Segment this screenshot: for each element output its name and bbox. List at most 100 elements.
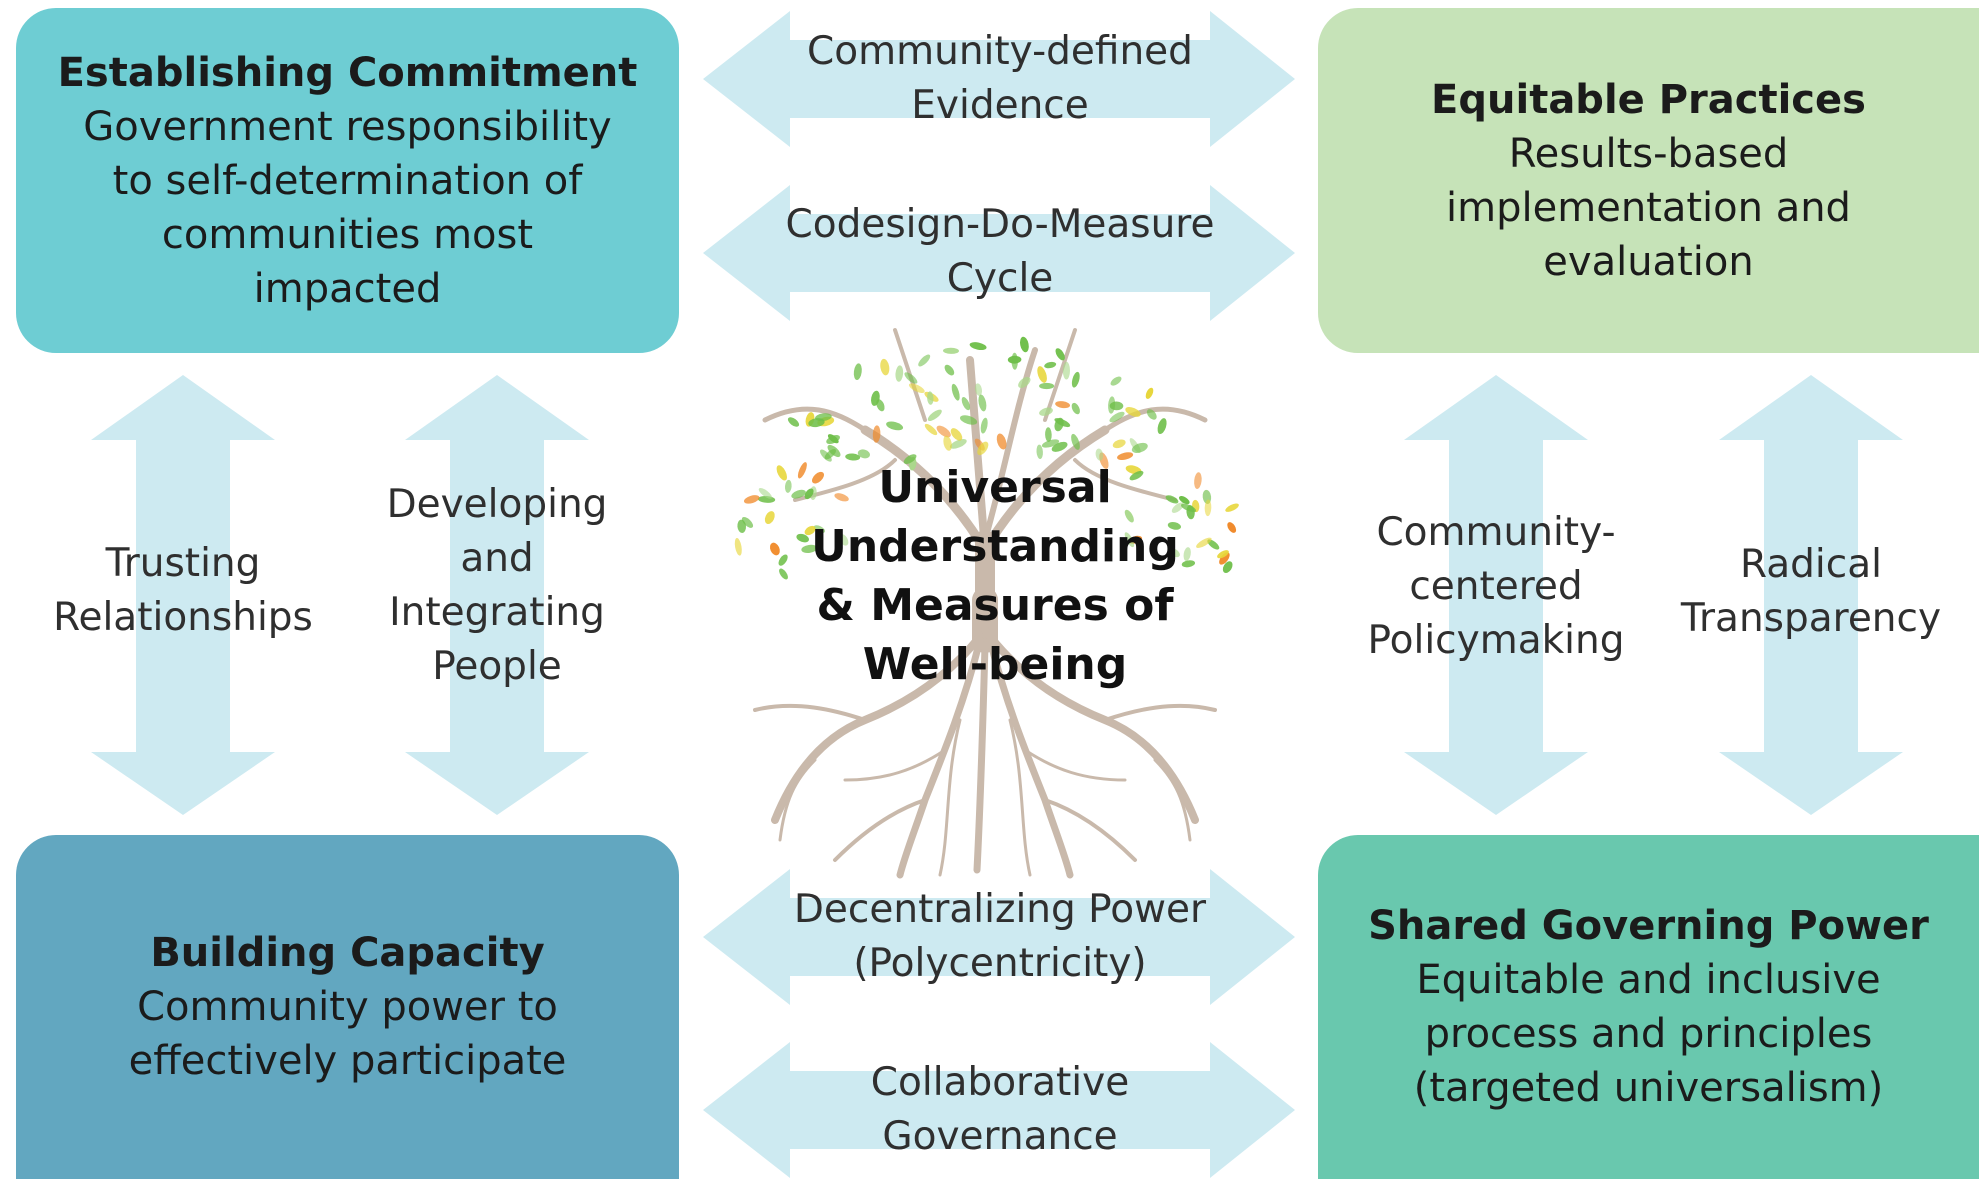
equitable-practices-description: Results-based implementation and evaluat… bbox=[1446, 130, 1851, 285]
leaf bbox=[784, 479, 792, 493]
leaf bbox=[1039, 382, 1055, 390]
leaf bbox=[1207, 539, 1220, 550]
leaf bbox=[1146, 409, 1157, 420]
leaf bbox=[1180, 503, 1197, 513]
arrow-radical-transparency bbox=[1719, 375, 1903, 815]
leaf bbox=[1131, 442, 1148, 453]
label-developing-people: Developing and Integrating People bbox=[386, 482, 608, 689]
leaf bbox=[804, 488, 814, 500]
arrow-decentralizing-power bbox=[703, 869, 1295, 1005]
leaf bbox=[904, 372, 918, 384]
arrow-codesign-cycle bbox=[703, 185, 1295, 321]
leaf bbox=[1157, 418, 1167, 435]
label-codesign-cycle: Codesign-Do-Measure Cycle bbox=[785, 202, 1215, 301]
leaf bbox=[1110, 376, 1122, 386]
shared-governing-power-title: Shared Governing Power bbox=[1368, 903, 1929, 949]
leaf bbox=[839, 534, 849, 546]
leaf bbox=[927, 409, 942, 422]
leaf bbox=[903, 454, 917, 464]
leaf bbox=[969, 342, 987, 351]
center-title: Universal Understanding & Measures of We… bbox=[811, 462, 1179, 690]
leaf bbox=[980, 417, 988, 434]
leaf bbox=[1071, 371, 1080, 388]
leaf bbox=[943, 347, 959, 354]
leaf bbox=[974, 383, 983, 396]
leaf bbox=[880, 358, 890, 376]
leaf bbox=[743, 495, 760, 504]
leaf bbox=[872, 425, 881, 443]
leaf bbox=[1219, 552, 1230, 565]
leaf bbox=[951, 383, 960, 401]
leaf bbox=[1044, 361, 1057, 369]
box-establishing-commitment: Establishing Commitment Government respo… bbox=[16, 8, 679, 353]
leaf bbox=[871, 390, 880, 406]
leaf bbox=[1041, 439, 1060, 448]
leaf bbox=[801, 544, 818, 554]
arrow-community-centered-policymaking bbox=[1404, 375, 1588, 815]
establishing-commitment-description: Government responsibility to self-determ… bbox=[83, 103, 612, 312]
tree-illustration bbox=[734, 328, 1239, 879]
leaf bbox=[978, 394, 987, 412]
leaf bbox=[1217, 550, 1229, 559]
leaf bbox=[1018, 376, 1031, 389]
label-community-defined-evidence: Community-defined Evidence bbox=[807, 29, 1193, 128]
leaf bbox=[813, 525, 826, 534]
leaf bbox=[1039, 407, 1053, 416]
establishing-commitment-title: Establishing Commitment bbox=[57, 49, 638, 96]
leaf bbox=[1055, 401, 1071, 409]
label-radical-transparency: Radical Transparency bbox=[1680, 542, 1942, 641]
leaf bbox=[769, 542, 780, 556]
leaf bbox=[924, 423, 938, 436]
tree-leaves bbox=[734, 336, 1239, 580]
shared-governing-power-description: Equitable and inclusive process and prin… bbox=[1413, 957, 1884, 1111]
leaf bbox=[1227, 522, 1237, 533]
leaf bbox=[1204, 499, 1212, 517]
leaf bbox=[815, 413, 832, 422]
leaf bbox=[779, 568, 788, 580]
leaf bbox=[1196, 537, 1212, 548]
box-shared-governing-power: Shared Governing Power Equitable and inc… bbox=[1318, 835, 1979, 1179]
leaf bbox=[791, 489, 806, 499]
leaf bbox=[1225, 503, 1239, 512]
leaf bbox=[758, 488, 773, 499]
leaf bbox=[796, 533, 809, 543]
label-collaborative-governance: Collaborative Governance bbox=[870, 1060, 1130, 1159]
leaf bbox=[1179, 495, 1190, 505]
leaf bbox=[950, 428, 963, 441]
label-community-centered-policymaking: Community- centered Policymaking bbox=[1367, 510, 1625, 663]
leaf bbox=[949, 439, 967, 449]
leaf bbox=[857, 449, 870, 459]
leaf bbox=[927, 391, 934, 405]
leaf bbox=[804, 525, 816, 536]
arrow-trusting-relationships bbox=[91, 375, 275, 815]
leaf bbox=[1181, 560, 1196, 568]
leaf bbox=[1036, 444, 1043, 459]
leaf bbox=[1055, 348, 1065, 361]
box-equitable-practices: Equitable Practices Results-based implem… bbox=[1318, 8, 1979, 353]
leaf bbox=[918, 354, 931, 367]
leaf bbox=[834, 493, 849, 502]
leaf bbox=[1112, 439, 1126, 449]
leaf bbox=[936, 425, 951, 438]
label-decentralizing-power: Decentralizing Power (Polycentricity) bbox=[793, 887, 1207, 986]
leaf bbox=[1071, 433, 1080, 450]
leaf bbox=[895, 365, 904, 382]
leaf bbox=[1037, 366, 1047, 383]
leaf bbox=[908, 383, 925, 393]
leaf bbox=[1071, 402, 1080, 415]
leaf bbox=[1171, 502, 1184, 513]
arrow-community-defined-evidence bbox=[703, 11, 1295, 147]
building-capacity-title: Building Capacity bbox=[150, 930, 545, 976]
leaf bbox=[820, 449, 832, 462]
leaf bbox=[1117, 452, 1134, 460]
leaf bbox=[1109, 411, 1125, 423]
leaf bbox=[1145, 387, 1154, 399]
leaf bbox=[943, 435, 952, 451]
arrow-collaborative-governance bbox=[703, 1042, 1295, 1178]
leaf bbox=[1124, 509, 1134, 523]
leaf bbox=[1054, 418, 1071, 428]
leaf bbox=[812, 471, 824, 484]
leaf bbox=[827, 434, 839, 444]
leaf bbox=[1165, 495, 1179, 504]
